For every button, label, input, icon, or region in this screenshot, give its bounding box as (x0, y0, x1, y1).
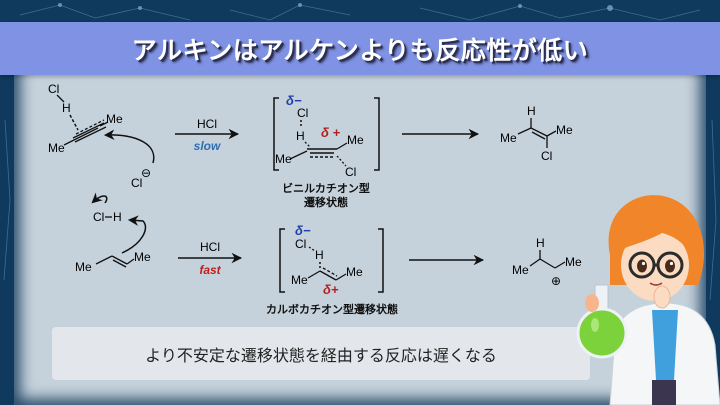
atom-label-me: Me (291, 273, 308, 287)
bracket-left (273, 97, 279, 171)
hbond-dashed (69, 114, 79, 131)
triple-bond-2 (74, 126, 107, 143)
double-bond-partial (322, 267, 338, 277)
mouth (649, 282, 663, 286)
shirt (652, 310, 678, 380)
rate-label-fast: fast (199, 263, 221, 277)
bracket-left (279, 228, 285, 293)
curved-arrow-attack (103, 129, 155, 164)
atom-label-me: Me (347, 133, 364, 147)
alkene-reaction-arrow: HCl fast (178, 240, 243, 277)
bond-c-c (539, 258, 556, 269)
summary-text: より不安定な遷移状態を経由する反応は遅くなる (145, 345, 497, 365)
bond-me-c (307, 270, 321, 279)
triple-bond-1 (72, 122, 105, 139)
atom-label-cl: Cl (131, 176, 142, 190)
atom-label-cl: Cl (345, 165, 356, 179)
positive-charge-icon: ⊕ (551, 274, 561, 288)
atom-label-me: Me (556, 123, 573, 137)
atom-label-cl: Cl (295, 237, 306, 251)
carbocation-transition-state: δ− Cl H Me Me δ+ カルボカチオン型遷移状態 (266, 223, 398, 316)
carbocation-product: H Me Me ⊕ (512, 236, 582, 288)
atom-label-me: Me (500, 131, 517, 145)
ts-caption: ビニルカチオン型 (282, 181, 370, 195)
scientist-character-illustration (576, 195, 720, 405)
trousers (652, 380, 676, 405)
atom-label-h: H (296, 129, 305, 143)
double-bond-2 (531, 131, 546, 140)
eye-highlight (641, 261, 646, 266)
atom-label-me: Me (346, 265, 363, 279)
reagent-label: HCl (200, 240, 220, 254)
alkyne-reactant: Cl H Me Me Cl ⊖ (48, 82, 155, 190)
alkyne-reaction-arrow: HCl slow (175, 117, 240, 153)
atom-label-me: Me (134, 250, 151, 264)
hand-holding-flask (585, 294, 599, 312)
ts-caption: カルボカチオン型遷移状態 (266, 302, 398, 316)
summary-box: より不安定な遷移状態を経由する反応は遅くなる (52, 327, 590, 380)
negative-charge-icon: ⊖ (141, 166, 151, 180)
atom-label-cl: Cl (48, 82, 59, 96)
bond-c-me (336, 142, 348, 150)
partial-bond (304, 141, 311, 148)
bond-me-c (95, 255, 113, 265)
bond-cl-h (56, 94, 65, 103)
atom-label-h: H (536, 236, 545, 250)
atom-label-me: Me (512, 263, 529, 277)
title-bar: アルキンはアルケンよりも反応性が低い (0, 22, 720, 75)
partial-bond (308, 246, 316, 252)
double-bond-1 (319, 270, 337, 281)
alkene-reactant: Cl H Me Me (75, 192, 151, 274)
delta-minus-label: δ− (295, 223, 311, 238)
bond-me-c (63, 127, 99, 146)
atom-label-h: H (527, 104, 536, 118)
ts-caption: 遷移状態 (304, 195, 348, 209)
rate-label-slow: slow (194, 139, 221, 153)
reagent-label: HCl (197, 117, 217, 131)
delta-plus-label: δ+ (323, 282, 339, 297)
bond-me-c (517, 127, 532, 135)
slide-title: アルキンはアルケンよりも反応性が低い (131, 35, 589, 65)
atom-label-me: Me (106, 112, 123, 126)
bond-me-c (529, 258, 541, 267)
eye-left (637, 259, 647, 273)
eye-highlight (669, 261, 674, 266)
atom-label-cl: Cl (297, 106, 308, 120)
hand (653, 285, 671, 309)
atom-label-cl: Cl (93, 210, 104, 224)
bond-c-me (99, 121, 109, 127)
double-bond-1 (530, 127, 548, 137)
curved-arrow-bond-break (91, 192, 108, 204)
bond-c-me (554, 261, 566, 269)
atom-label-me: Me (565, 255, 582, 269)
bond-c-me (126, 258, 135, 265)
atom-label-me: Me (75, 260, 92, 274)
bracket-right (378, 228, 384, 293)
vinyl-cation-transition-state: δ− Cl H δ + Me Me Cl ビニルカチオン型 遷移状態 (273, 93, 380, 209)
delta-minus-label: δ− (286, 93, 302, 108)
double-bond-2 (112, 259, 127, 268)
atom-label-me: Me (48, 141, 65, 155)
atom-label-h: H (315, 248, 324, 262)
atom-label-h: H (62, 101, 71, 115)
curved-arrow-attack (121, 215, 147, 254)
bracket-right (374, 97, 380, 171)
atom-label-h: H (113, 210, 122, 224)
bond-me-c (289, 150, 308, 160)
atom-label-cl: Cl (541, 149, 552, 163)
eye-right (665, 259, 675, 273)
bond-c-me (546, 130, 557, 137)
double-bond-1 (111, 255, 128, 265)
hair-bangs (620, 217, 694, 255)
atom-label-me: Me (275, 152, 292, 166)
flask-highlight (591, 318, 599, 332)
vinyl-chloride-product: H Me Me Cl (500, 104, 573, 163)
bond-c-me (335, 273, 347, 281)
delta-plus-label: δ + (321, 125, 341, 140)
flask-body (576, 307, 628, 359)
triple-bond-partial (75, 119, 105, 135)
